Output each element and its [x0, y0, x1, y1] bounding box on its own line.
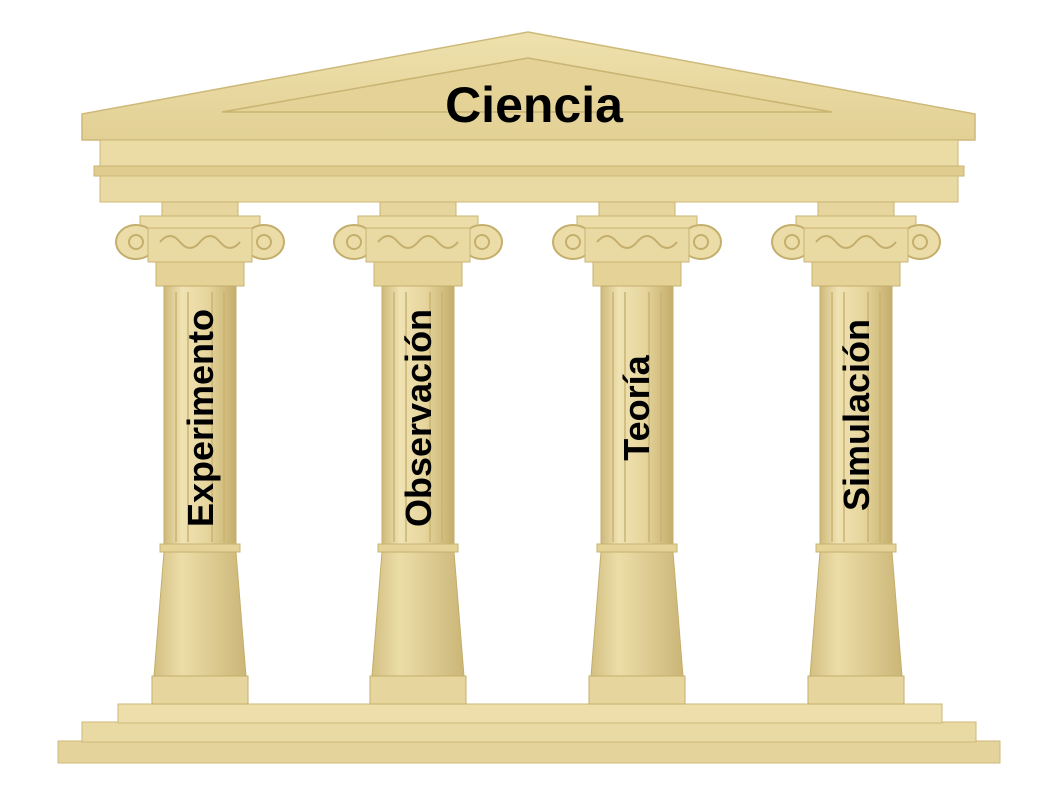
volute-left-eye: [565, 234, 581, 250]
volute-right-eye: [474, 234, 490, 250]
roof-inner-triangle: [221, 57, 833, 113]
capital-collar: [155, 261, 245, 287]
step-bottom: [57, 740, 1001, 764]
capital-ornament: [159, 235, 241, 249]
entablature-bottom: [99, 175, 959, 203]
column-3: Teoría: [552, 201, 722, 705]
shaft-ring: [596, 543, 678, 553]
pillar-label: Simulación: [836, 319, 877, 511]
capital-ornament: [815, 235, 897, 249]
shaft-ring: [159, 543, 241, 553]
capital-neck: [817, 201, 895, 217]
pedestal: [809, 551, 903, 677]
step-middle: [81, 721, 977, 743]
capital-neck: [161, 201, 239, 217]
pillar-label: Teoría: [616, 354, 657, 460]
capital-echinus: [803, 227, 909, 263]
volute-right-eye: [693, 234, 709, 250]
volute-right-eye: [912, 234, 928, 250]
column-4: Simulación: [771, 201, 941, 705]
column-1: Experimento: [115, 201, 285, 705]
pedestal-foot: [151, 675, 249, 705]
capital-collar: [373, 261, 463, 287]
temple-steps: [57, 703, 1001, 764]
entablature-top: [99, 139, 959, 167]
capital-abacus: [139, 215, 261, 229]
pedestal-foot: [588, 675, 686, 705]
capital-ornament: [377, 235, 459, 249]
pediment-title: Ciencia: [445, 77, 624, 133]
capital-neck: [379, 201, 457, 217]
capital-neck: [598, 201, 676, 217]
entablature-band: [93, 165, 965, 177]
column-2: Observación: [333, 201, 503, 705]
pillar-label: Observación: [398, 309, 439, 527]
capital-echinus: [584, 227, 690, 263]
volute-left-eye: [128, 234, 144, 250]
pedestal-foot: [807, 675, 905, 705]
volute-left-eye: [346, 234, 362, 250]
pillar-label: Experimento: [180, 309, 221, 527]
volute-right-eye: [256, 234, 272, 250]
capital-echinus: [365, 227, 471, 263]
capital-ornament: [596, 235, 678, 249]
capital-abacus: [795, 215, 917, 229]
capital-collar: [811, 261, 901, 287]
pediment: Ciencia: [81, 31, 976, 203]
step-top: [117, 703, 943, 724]
shaft-ring: [815, 543, 897, 553]
capital-abacus: [357, 215, 479, 229]
pedestal: [371, 551, 465, 677]
pedestal: [153, 551, 247, 677]
pedestal-foot: [369, 675, 467, 705]
volute-left-eye: [784, 234, 800, 250]
capital-abacus: [576, 215, 698, 229]
pedestal: [590, 551, 684, 677]
shaft-ring: [377, 543, 459, 553]
capital-echinus: [147, 227, 253, 263]
capital-collar: [592, 261, 682, 287]
